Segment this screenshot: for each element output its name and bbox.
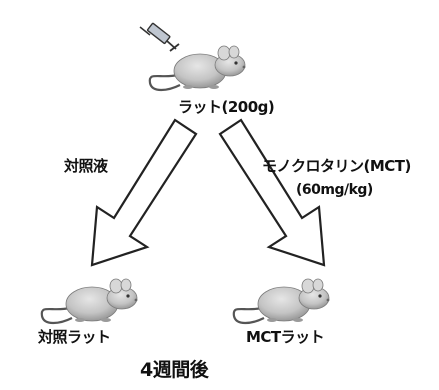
left-arrow [90, 118, 198, 267]
right-arrow [218, 118, 326, 267]
right-arrow-label: モノクロタリン(MCT) [262, 157, 411, 175]
rat-icon [232, 277, 331, 325]
bottom-right-label: MCTラット [246, 328, 325, 346]
rat-icon [148, 44, 247, 92]
duration-label: 4週間後 [140, 359, 209, 381]
syringe-icon [139, 22, 180, 52]
left-arrow-label: 対照液 [64, 157, 108, 175]
right-arrow-dose: (60mg/kg) [296, 182, 373, 198]
rat-icon [40, 277, 139, 325]
top-rat-label: ラット(200g) [178, 98, 275, 116]
bottom-left-label: 対照ラット [38, 328, 111, 346]
